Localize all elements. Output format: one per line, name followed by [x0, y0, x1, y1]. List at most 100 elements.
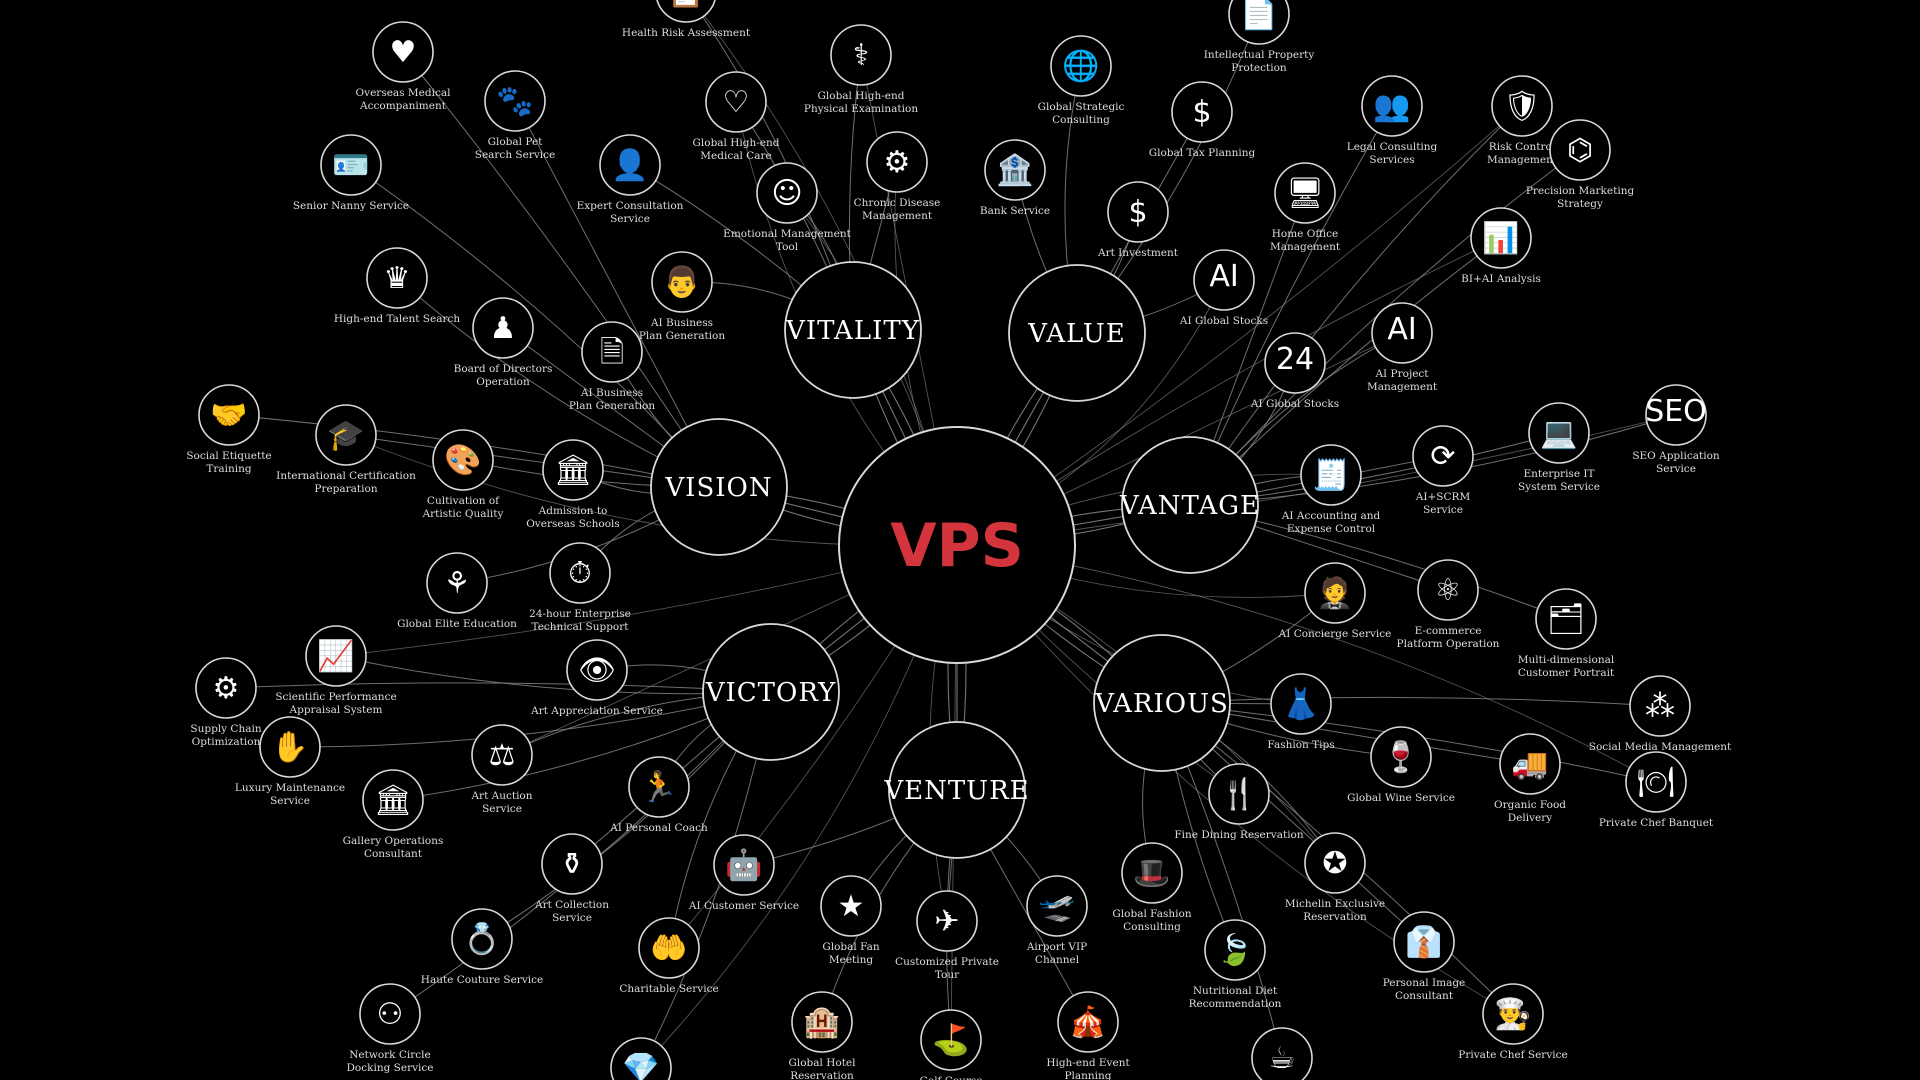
node-circle [315, 404, 377, 466]
service-node[interactable]: 🤵AI Concierge Service [1278, 562, 1392, 640]
service-node[interactable]: ♛High-end Talent Search [334, 247, 460, 325]
service-node[interactable]: 💍Haute Couture Service [421, 908, 543, 986]
runner-icon: 🏃 [640, 769, 677, 805]
node-label: Management [1270, 241, 1341, 253]
service-node[interactable]: 🤲Charitable Service [619, 917, 719, 995]
hub-value[interactable]: VALUE [1008, 264, 1146, 402]
hub-victory[interactable]: VICTORY [702, 623, 840, 761]
node-circle [542, 439, 604, 501]
node-label: Home Office [1272, 228, 1339, 240]
star-icon: ★ [838, 889, 865, 924]
service-node[interactable]: $Art Investment [1097, 181, 1179, 259]
service-node[interactable]: 🏃AI Personal Coach [609, 756, 708, 834]
node-label: Global High-end [818, 90, 905, 102]
service-node[interactable]: ⛳Golf Course [919, 1009, 983, 1080]
node-label: System Service [1518, 481, 1600, 493]
globe-dollar-icon: $ [1192, 95, 1211, 130]
hub-various[interactable]: VARIOUS [1093, 634, 1231, 772]
node-label: Gallery Operations [343, 835, 444, 847]
service-node[interactable]: 🍷Global Wine Service [1347, 726, 1455, 804]
service-node[interactable]: $Global Tax Planning [1149, 81, 1256, 159]
node-circle [984, 139, 1046, 201]
service-node[interactable]: ⚘Global Elite Education [397, 552, 517, 630]
service-node[interactable]: ⁂Social Media Management [1589, 675, 1732, 753]
service-node[interactable]: 🏦Bank Service [980, 139, 1050, 217]
service-node[interactable]: 🍽Private Chef Banquet [1599, 751, 1714, 829]
node-label: Operation [476, 376, 530, 388]
node-circle [1300, 444, 1362, 506]
node-label: Reservation [790, 1070, 854, 1080]
service-node[interactable]: ☕ [1251, 1027, 1313, 1080]
service-node[interactable]: 🤖AI Customer Service [688, 834, 799, 912]
node-label: Management [1367, 381, 1438, 393]
service-node[interactable]: 👨‍🍳Private Chef Service [1458, 983, 1568, 1061]
hub-venture[interactable]: VENTURE [883, 721, 1029, 859]
service-node[interactable]: 🪪Senior Nanny Service [293, 134, 409, 212]
service-node[interactable]: 💎 [610, 1037, 672, 1080]
service-node[interactable]: 👗Fashion Tips [1267, 673, 1335, 751]
node-circle [566, 639, 628, 701]
hub-vision[interactable]: VISION [650, 418, 788, 556]
talent-icon: ♛ [384, 261, 411, 296]
event-icon: 🎪 [1069, 1004, 1106, 1040]
service-node[interactable]: 👁Art Appreciation Service [530, 639, 663, 717]
service-node[interactable]: 📋Health Risk Assessment [622, 0, 751, 39]
service-node[interactable]: 📊BI+AI Analysis [1461, 207, 1541, 285]
center-node[interactable]: VPS [838, 426, 1076, 664]
hub-vantage[interactable]: VANTAGE [1119, 436, 1260, 574]
service-node[interactable]: 🍴Fine Dining Reservation [1174, 763, 1304, 841]
node-circle [1228, 0, 1290, 45]
hub-vitality[interactable]: VITALITY [784, 261, 922, 399]
node-circle [1270, 673, 1332, 735]
node-label: Risk Control [1489, 141, 1556, 153]
node-circle [1204, 919, 1266, 981]
